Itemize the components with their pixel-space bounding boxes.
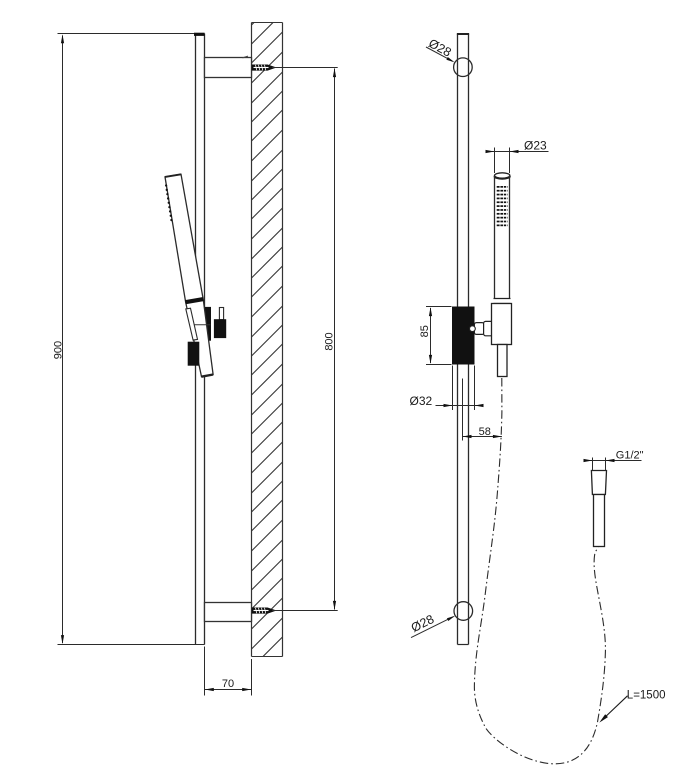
- svg-text:G1/2": G1/2": [616, 449, 644, 461]
- svg-text:Ø32: Ø32: [410, 394, 433, 408]
- svg-text:85: 85: [419, 325, 431, 337]
- svg-text:Ø23: Ø23: [524, 139, 547, 153]
- svg-text:800: 800: [324, 332, 336, 350]
- svg-text:L=1500: L=1500: [627, 689, 666, 701]
- svg-text:70: 70: [222, 678, 234, 690]
- svg-text:58: 58: [479, 426, 491, 438]
- svg-text:900: 900: [53, 341, 65, 359]
